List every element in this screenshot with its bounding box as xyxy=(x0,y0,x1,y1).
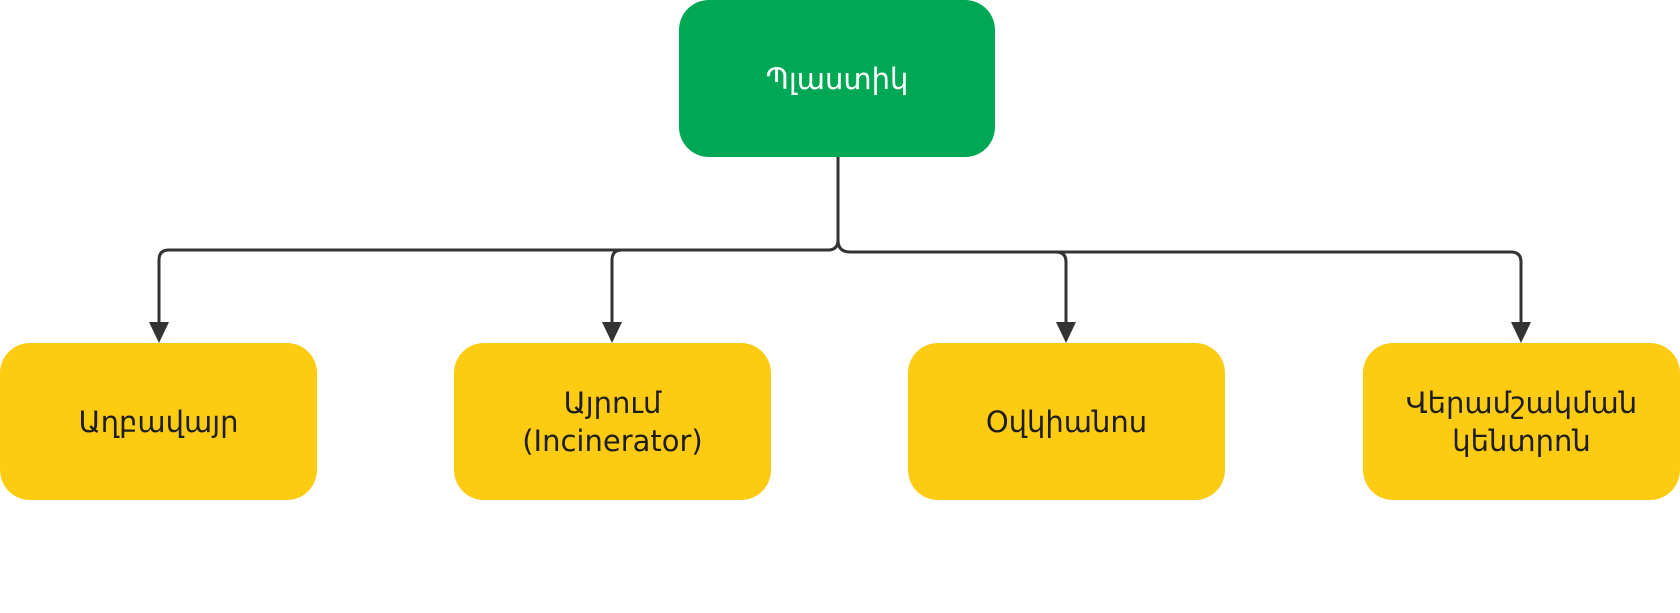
node-label: Այրում (Incinerator) xyxy=(522,385,703,458)
node-label: Օվկիանոս xyxy=(985,404,1148,439)
root-node-plastic: Պլաստիկ xyxy=(679,0,995,157)
edge-to-ocean xyxy=(836,239,1068,328)
node-recycling-center: Վերամշակման կենտրոն xyxy=(1363,343,1680,500)
arrowhead-icon xyxy=(1056,322,1076,343)
edge-to-recycling xyxy=(1056,250,1523,328)
node-ocean: Օվկիանոս xyxy=(908,343,1225,500)
root-stem xyxy=(157,157,840,328)
arrowhead-icon xyxy=(602,322,622,343)
root-label: Պլաստիկ xyxy=(765,61,909,96)
arrowhead-icon xyxy=(1511,322,1531,343)
node-incinerator: Այրում (Incinerator) xyxy=(454,343,771,500)
edge-to-incinerator xyxy=(610,248,828,328)
node-label: Աղբավայր xyxy=(78,404,239,439)
node-landfill: Աղբավայր xyxy=(0,343,317,500)
arrowhead-icon xyxy=(149,322,169,343)
node-label: Վերամշակման կենտրոն xyxy=(1405,385,1638,458)
